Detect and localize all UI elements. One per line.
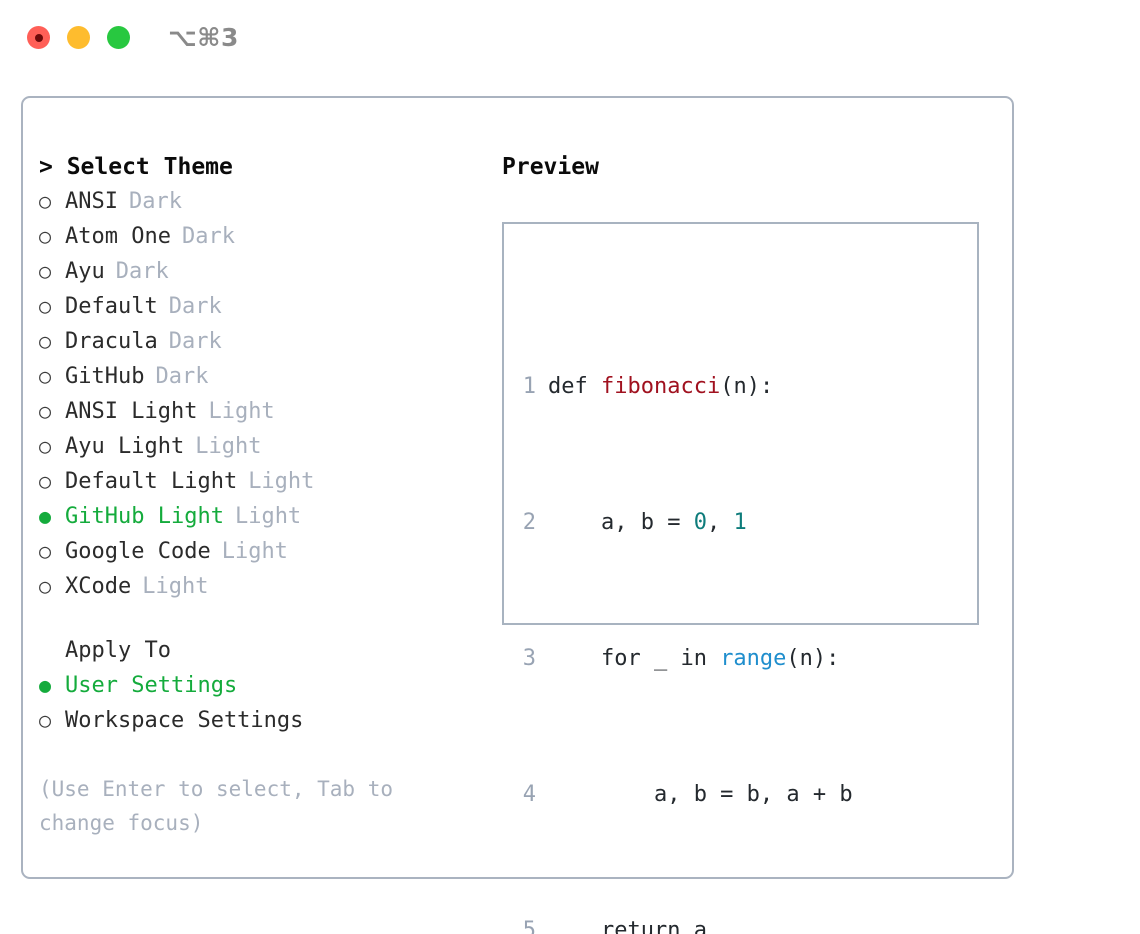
theme-variant: Dark	[115, 259, 169, 284]
theme-variant: Dark	[128, 189, 182, 214]
radio-icon: ○	[39, 399, 52, 423]
code-line: 1 def fibonacci(n):	[522, 370, 873, 404]
apply-to-label: Workspace Settings	[65, 708, 304, 733]
theme-variant: Light	[142, 574, 209, 599]
keyboard-shortcut-label: ⌥⌘3	[168, 23, 239, 52]
theme-name: Dracula	[65, 329, 158, 354]
theme-variant: Dark	[168, 329, 222, 354]
theme-name: GitHub	[65, 364, 145, 389]
theme-option-ayu-dark[interactable]: ○ Ayu Dark	[39, 254, 489, 289]
code-token: range	[720, 646, 787, 671]
hint-line-2: change focus)	[39, 811, 204, 835]
radio-icon: ○	[39, 708, 52, 732]
preview-header: Preview	[502, 154, 599, 180]
theme-option-github-light[interactable]: ● GitHub Light Light	[39, 499, 489, 534]
radio-icon: ○	[39, 469, 52, 493]
theme-variant: Light	[195, 434, 262, 459]
code-token: a, b =	[548, 510, 694, 535]
code-line: 2 a, b = 0, 1	[522, 506, 873, 540]
hint-line-1: (Use Enter to select, Tab to	[39, 777, 394, 801]
line-number: 3	[522, 646, 536, 671]
theme-name: ANSI Light	[65, 399, 198, 424]
code-token: def	[548, 374, 601, 399]
radio-icon: ○	[39, 539, 52, 563]
radio-icon: ○	[39, 189, 52, 213]
line-number: 5	[522, 918, 536, 934]
apply-to-header: Apply To	[65, 638, 171, 663]
theme-option-dracula-dark[interactable]: ○ Dracula Dark	[39, 324, 489, 359]
code-token: fibonacci	[600, 374, 721, 399]
traffic-light-group	[27, 26, 130, 49]
code-line: 4 a, b = b, a + b	[522, 778, 873, 812]
theme-name: Atom One	[65, 224, 171, 249]
theme-name: ANSI	[65, 189, 118, 214]
select-theme-header: > Select Theme	[39, 154, 233, 180]
line-number: 4	[522, 782, 536, 807]
theme-option-ansi-light[interactable]: ○ ANSI Light Light	[39, 394, 489, 429]
code-token: for _ in	[548, 646, 721, 671]
radio-icon: ○	[39, 294, 52, 318]
radio-icon: ○	[39, 434, 52, 458]
theme-option-github-dark[interactable]: ○ GitHub Dark	[39, 359, 489, 394]
radio-icon: ○	[39, 574, 52, 598]
theme-variant: Dark	[168, 294, 222, 319]
theme-variant: Light	[221, 539, 288, 564]
radio-icon: ○	[39, 364, 52, 388]
radio-icon: ○	[39, 329, 52, 353]
title-bar: ⌥⌘3	[0, 0, 1140, 78]
theme-selector-panel: > Select Theme ○ ANSI Dark ○ Atom One Da…	[39, 150, 489, 840]
code-token: ,	[706, 510, 734, 535]
theme-variant: Light	[248, 469, 315, 494]
code-token: a, b = b, a + b	[548, 782, 853, 807]
code-token: 1	[733, 510, 747, 535]
theme-option-default-dark[interactable]: ○ Default Dark	[39, 289, 489, 324]
theme-name: Default	[65, 294, 158, 319]
theme-option-ansi-dark[interactable]: ○ ANSI Dark	[39, 184, 489, 219]
zoom-button[interactable]	[107, 26, 130, 49]
line-number: 2	[522, 510, 536, 535]
theme-name: Default Light	[65, 469, 238, 494]
theme-option-google-code-light[interactable]: ○ Google Code Light	[39, 534, 489, 569]
theme-name: Ayu	[65, 259, 105, 284]
code-token: (n):	[720, 374, 774, 399]
theme-option-xcode-light[interactable]: ○ XCode Light	[39, 569, 489, 604]
section-spacer	[39, 604, 489, 634]
theme-variant: Light	[208, 399, 275, 424]
code-token: 0	[693, 510, 707, 535]
line-number: 1	[522, 374, 536, 399]
theme-option-default-light[interactable]: ○ Default Light Light	[39, 464, 489, 499]
theme-name: Google Code	[65, 539, 211, 564]
apply-to-option-user-settings[interactable]: ● User Settings	[39, 668, 489, 703]
code-token: (n):	[786, 646, 840, 671]
apply-to-option-workspace-settings[interactable]: ○ Workspace Settings	[39, 703, 489, 738]
theme-name: Ayu Light	[65, 434, 185, 459]
code-line: 5 return a	[522, 914, 873, 934]
code-token: return a	[548, 918, 707, 934]
hint-spacer	[39, 738, 489, 772]
radio-icon: ○	[39, 259, 52, 283]
code-line: 3 for _ in range(n):	[522, 642, 873, 676]
theme-variant: Dark	[181, 224, 235, 249]
theme-name: GitHub Light	[65, 504, 224, 529]
minimize-button[interactable]	[67, 26, 90, 49]
keyboard-hint: (Use Enter to select, Tab to change focu…	[39, 772, 439, 840]
dialog-card: > Select Theme ○ ANSI Dark ○ Atom One Da…	[21, 96, 1014, 934]
theme-option-atom-one-dark[interactable]: ○ Atom One Dark	[39, 219, 489, 254]
theme-variant: Light	[234, 504, 302, 529]
radio-icon-selected: ●	[39, 673, 52, 697]
radio-icon: ○	[39, 224, 52, 248]
theme-option-ayu-light[interactable]: ○ Ayu Light Light	[39, 429, 489, 464]
theme-name: XCode	[65, 574, 132, 599]
theme-variant: Dark	[155, 364, 209, 389]
apply-to-label: User Settings	[65, 673, 238, 698]
radio-icon-selected: ●	[39, 504, 52, 528]
close-button[interactable]	[27, 26, 50, 49]
